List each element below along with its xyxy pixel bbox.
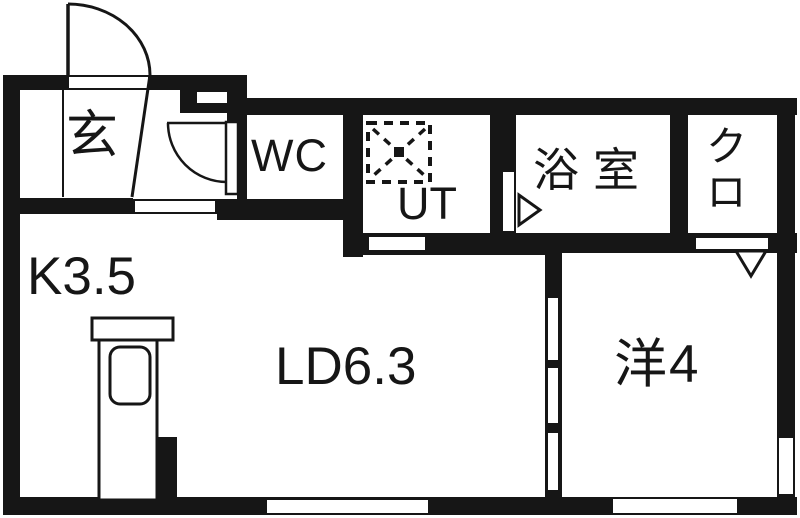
room-label-kitchen: K3.5 — [27, 247, 137, 306]
closet-door-opening — [694, 236, 770, 251]
wall-right-outer — [777, 98, 795, 515]
room-label-utility: UT — [397, 178, 457, 229]
wall-left-outer — [3, 75, 20, 515]
wall-wc-west — [237, 122, 247, 199]
wall-top-mid — [150, 75, 247, 90]
ut-sliding-door — [367, 235, 427, 252]
washing-machine-pan-icon — [366, 121, 432, 184]
ld-sliding-panel-3 — [546, 431, 560, 492]
wall-step-block-b — [227, 112, 247, 123]
window-right — [779, 438, 793, 494]
wc-door-swing-arc — [166, 122, 228, 184]
room-label-entrance: 玄 — [66, 107, 119, 165]
room-label-toilet: WC — [251, 130, 328, 181]
window-bottom-right — [613, 499, 737, 513]
ld-sliding-panel-1 — [546, 296, 560, 362]
kitchen-counter-top — [90, 316, 175, 342]
room-label-western-room: 洋4 — [614, 335, 701, 394]
room-label-bathroom: 浴室 — [533, 144, 653, 196]
closet-door-arrow-icon — [733, 249, 769, 279]
wall-kitchen-stub — [157, 437, 177, 499]
wall-top-main — [247, 98, 797, 115]
wall-wc-south — [217, 199, 343, 220]
bath-door-arrow-icon — [517, 192, 543, 228]
wall-notch — [197, 92, 227, 103]
entrance-door-swing-arc — [67, 2, 152, 76]
bath-door-panel — [501, 170, 516, 233]
wall-entrance-south — [18, 198, 133, 214]
room-label-living-dining: LD6.3 — [275, 337, 417, 396]
room-label-closet: クロ — [700, 124, 747, 216]
hall-opening — [133, 199, 217, 214]
washing-machine-center-dot — [394, 147, 404, 157]
entrance-step-diagonal — [130, 74, 152, 198]
wall-wc-ut-divider — [343, 98, 363, 257]
window-bottom-left — [267, 500, 428, 513]
wc-door-leaf — [224, 120, 240, 196]
wall-bath-closet-divider — [670, 98, 688, 235]
ld-sliding-panel-2 — [546, 366, 560, 425]
kitchen-sink-icon — [108, 345, 152, 406]
